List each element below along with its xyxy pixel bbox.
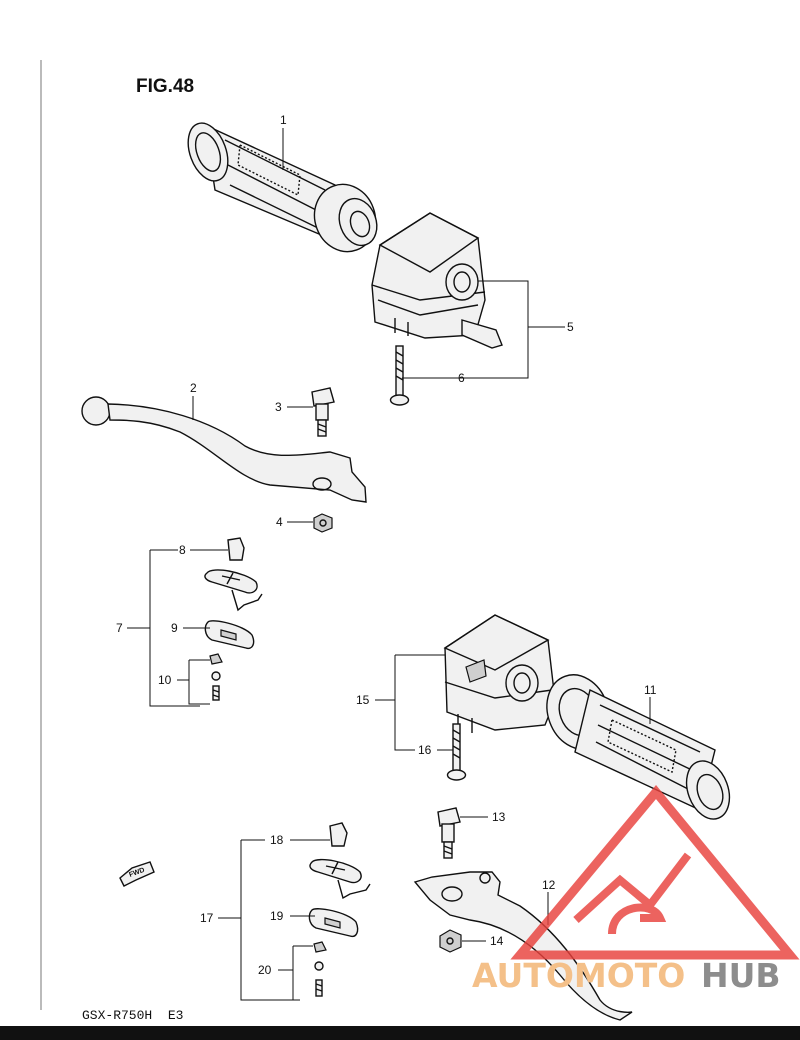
part-screw-16 [446,723,467,781]
callout-18: 18 [270,833,284,847]
callout-4: 4 [276,515,283,529]
callout-1: 1 [280,113,287,127]
callout-13: 13 [492,810,506,824]
fwd-arrow-icon: FWD [119,861,155,887]
figure-title: FIG.48 [136,76,194,97]
part-left-switch-box [371,212,503,349]
callout-15: 15 [356,693,370,707]
callout-5: 5 [567,320,574,334]
part-nut-4 [313,513,333,533]
part-screw-6 [389,345,410,406]
watermark-text-hub: HUB [701,956,781,995]
callout-19: 19 [270,909,284,923]
part-switch-set-upper [204,537,263,701]
callout-labels: 1 2 3 4 5 6 7 8 9 10 11 12 13 14 15 16 1… [116,113,657,977]
part-left-grip [187,122,378,253]
part-nut-14 [439,929,462,953]
part-right-switch-box [443,614,556,733]
callout-7: 7 [116,621,123,635]
part-switch-set-lower [308,822,371,997]
callout-17: 17 [200,911,214,925]
part-right-grip [546,674,731,820]
bottom-border [0,1026,800,1040]
part-bolt-3 [311,387,335,437]
callout-16: 16 [418,743,432,757]
leader-lines [127,128,651,1001]
callout-20: 20 [258,963,272,977]
callout-10: 10 [158,673,172,687]
watermark-text-auto: AUTOMOTO [472,956,685,995]
watermark-text: AUTOMOTO HUB [472,956,781,995]
model-code: GSX-R750H E3 [82,1008,183,1023]
callout-11: 11 [644,683,657,697]
callout-8: 8 [179,543,186,557]
part-bolt-13 [437,807,461,859]
part-lever-2 [81,396,367,503]
callout-12: 12 [542,878,556,892]
callout-14: 14 [490,934,504,948]
callout-6: 6 [458,371,465,385]
callout-2: 2 [190,381,197,395]
callout-9: 9 [171,621,178,635]
watermark-logo-icon [510,784,800,960]
callout-3: 3 [275,400,282,414]
